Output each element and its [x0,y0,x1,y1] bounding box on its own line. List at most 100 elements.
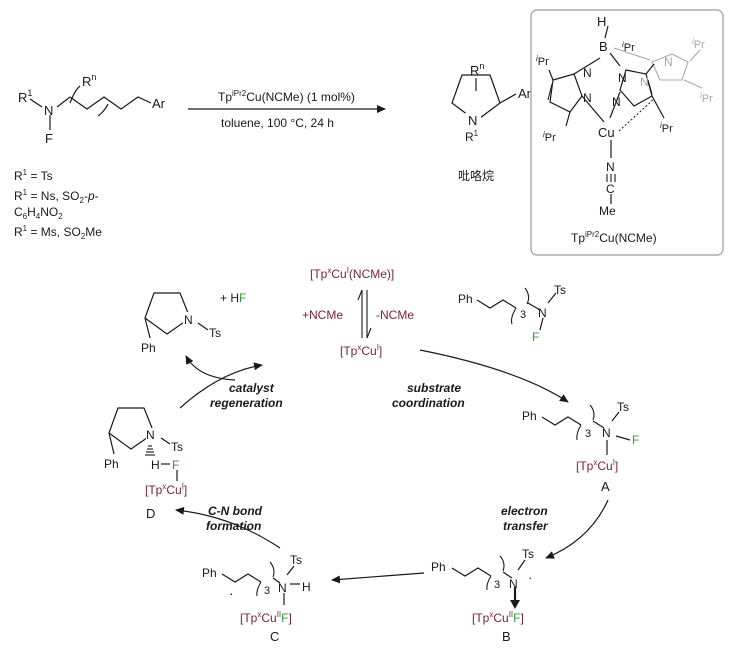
definition-ms: R1 = Ms, SO2Me [14,224,102,241]
isopropyl-label: iPr [660,121,673,135]
nitrogen-radical: · [528,570,532,585]
definition-ns: R1 = Ns, SO2-p- [14,188,99,205]
copper-atom: Cu [598,125,615,140]
fluorine-atom: F [172,458,179,472]
methyl-group: Me [599,204,616,218]
arrow-product-release [185,355,236,381]
phenyl-group: Ph [522,409,537,423]
substrate-nitrogen: N [538,306,547,320]
tosyl-group: Ts [617,400,629,414]
arrow-catalyst-regeneration [179,362,263,409]
chain-count: 3 [494,579,500,591]
definition-ts: R1 = Ts [14,168,53,183]
minus-acetonitrile: -NCMe [376,308,414,322]
hydrogen-atom: H [151,458,160,472]
isopropyl-label-faded: iPr [700,91,713,105]
product-nitrogen: N [184,313,193,327]
isopropyl-label: iPr [543,130,556,144]
intermediate-b-nitrogen: N [509,577,518,591]
nitrile-nitrogen: N [606,160,615,174]
catalyst-condition: TpiPr2Cu(NCMe) (1 mol%) [218,89,355,104]
intermediate-d-label: D [146,506,155,521]
chain-count: 3 [585,428,591,440]
phenyl-group: Ph [141,341,156,355]
intermediate-c-label: C [270,629,279,644]
fluorine-atom: F [45,131,53,146]
phenyl-group: Ph [202,566,217,580]
intermediate-c-nitrogen: N [278,581,287,595]
intermediate-c: Ph · 3 N H Ts [TpxCuIIF] C [202,553,311,644]
pyrazole-nitrogen: N [583,91,592,105]
pyrazole-nitrogen: N [583,66,592,80]
step-electron-transfer: transfer [503,519,549,533]
intermediate-d-nitrogen: N [146,428,155,442]
intermediate-a-nitrogen: N [602,426,611,440]
hf-byproduct: + HF [220,291,246,305]
step-electron-transfer: electron [501,504,548,518]
substrate-structure: R1 N F Rn Ar [18,72,166,146]
copper-complex-d: [TpxCuI] [145,482,187,497]
intermediate-a-label: A [601,479,610,494]
intermediate-b: Ph 3 N · Ts [TpxCuIIF] B [431,547,534,644]
carbon-radical: · [229,585,234,601]
step-catalyst-regeneration: regeneration [210,396,283,410]
aryl-group: Ar [152,96,166,111]
arrow-electron-transfer [545,499,609,559]
intermediate-b-label: B [502,629,511,644]
step-labels: catalyst regeneration substrate coordina… [206,381,549,533]
isopropyl-label: iPr [622,40,635,54]
step-substrate-coordination: substrate [407,381,461,395]
precatalyst-complex: [TpxCuI(NCMe)] [310,266,394,281]
phenyl-group: Ph [104,457,119,471]
product-rn: Rn [470,61,484,78]
copper-complex-c: [TpxCuIIF] [240,610,292,625]
substituent-rn: Rn [82,72,96,89]
hydrogen-atom: H [302,580,311,594]
intermediate-a: Ph 3 N Ts F [TpxCuI] A [522,400,639,494]
nitrile-carbon: C [606,182,615,196]
cycle-substrate: Ph 3 N Ts F [458,283,566,344]
product-nitrogen: N [468,113,477,128]
catalyst-name: TpiPr2Cu(NCMe) [571,230,657,245]
pyrazole-nitrogen-faded: N [664,55,673,69]
pyrazole-nitrogen: N [612,95,621,109]
tosyl-group: Ts [171,440,183,454]
tosyl-group: Ts [554,283,566,297]
substituent-definitions: R1 = Ts R1 = Ns, SO2-p- C6H4NO2 R1 = Ms,… [14,168,102,241]
phenyl-group: Ph [431,560,446,574]
definition-ns-formula: C6H4NO2 [14,205,63,221]
nitrogen-atom: N [44,103,53,118]
boron-atom: B [599,39,608,54]
step-cn-bond-formation: formation [206,519,261,533]
arrow-substrate-coordination [419,349,569,403]
product-aryl: Ar [518,86,532,101]
fluorine-atom: F [532,330,539,344]
step-substrate-coordination: coordination [392,396,465,410]
copper-complex-b: [TpxCuIIF] [472,610,524,625]
intermediate-d: N Ts Ph H F [TpxCuI] D [104,407,187,521]
step-cn-bond-formation: C-N bond [208,504,263,518]
reaction-arrow: TpiPr2Cu(NCMe) (1 mol%) toluene, 100 °C,… [188,89,386,130]
tosyl-group: Ts [209,326,221,340]
isopropyl-label-faded: iPr [692,37,705,51]
cycle-product: N Ts Ph + HF [141,291,246,355]
solvent-temperature-time: toluene, 100 °C, 24 h [221,116,334,130]
product-name: 吡咯烷 [458,168,494,183]
chain-count: 3 [520,309,526,321]
catalyst-activation: [TpxCuI(NCMe)] +NCMe -NCMe [TpxCuI] [302,266,414,358]
chain-count: 3 [264,585,270,597]
hydrogen-atom: H [597,14,606,29]
product-pyrrolidine: Rn N R1 Ar 吡咯烷 [451,61,532,183]
product-r1: R1 [465,129,479,144]
cycle-arrows [175,349,609,584]
substituent-r1: R1 [18,88,32,105]
pyrazole-nitrogen: N [618,71,627,85]
tosyl-group: Ts [522,547,534,561]
arrow-cn-bond-formation [175,506,281,549]
plus-acetonitrile: +NCMe [302,308,343,322]
active-catalyst: [TpxCuI] [340,343,382,358]
arrow-nitrogen-transfer [331,572,425,584]
step-catalyst-regeneration: catalyst [229,381,275,395]
copper-complex-a: [TpxCuI] [576,458,618,473]
pyrazole-nitrogen-faded: N [640,75,649,89]
